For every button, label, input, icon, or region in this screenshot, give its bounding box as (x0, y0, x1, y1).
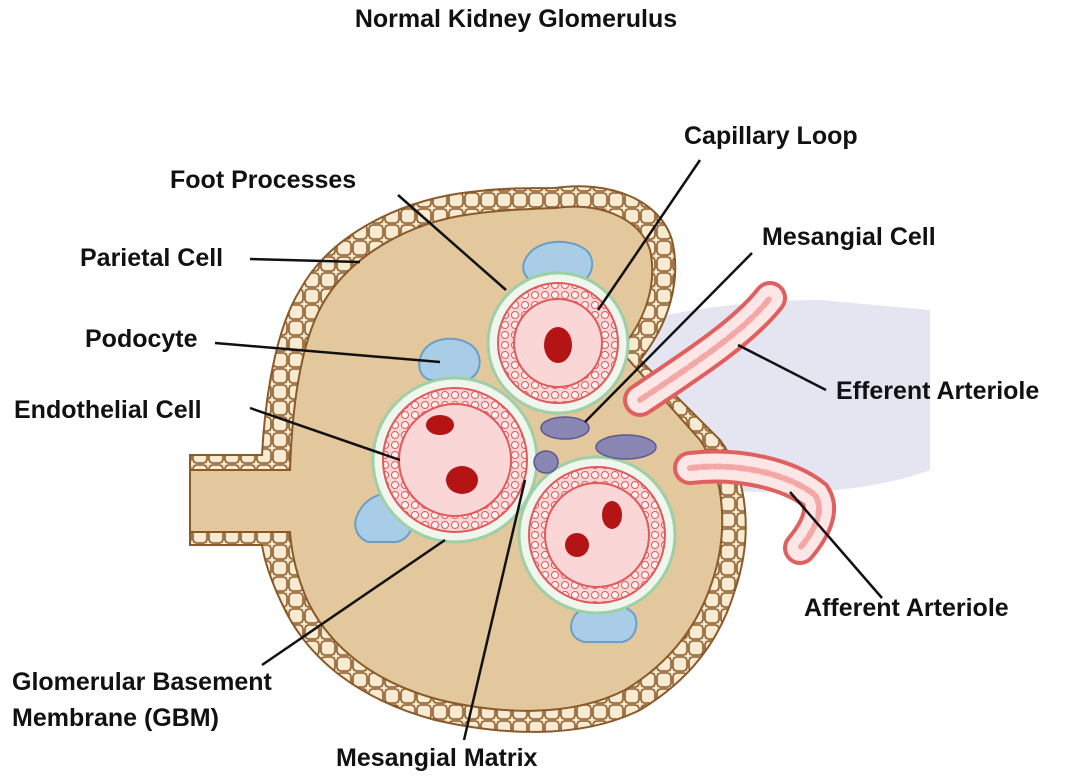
leader-parietal-cell (249, 257, 361, 264)
podocyte-top (522, 240, 594, 283)
leader-mesangial-matrix (462, 479, 527, 741)
mesangial-cells (533, 416, 657, 474)
label-parietal-cell: Parietal Cell (80, 244, 223, 272)
label-foot-processes: Foot Processes (170, 166, 356, 194)
capillary-loop-top (486, 271, 630, 415)
efferent-arteriole (623, 281, 787, 417)
mesangial-cell-2 (595, 434, 657, 460)
leader-podocyte (214, 341, 441, 364)
leader-afferent-arteriole (789, 491, 883, 599)
label-podocyte: Podocyte (85, 325, 198, 353)
diagram-title: Normal Kidney Glomerulus (355, 5, 677, 33)
leader-mesangial-cell (584, 252, 753, 423)
leader-gbm (261, 538, 446, 667)
capillary-loop-left (371, 376, 539, 544)
leader-efferent-arteriole (737, 343, 827, 392)
podocyte-left (418, 337, 481, 381)
afferent-arteriole (673, 449, 836, 565)
label-afferent-arteriole: Afferent Arteriole (804, 594, 1009, 622)
label-gbm-line1: Glomerular Basement (12, 668, 272, 696)
leader-foot-processes (397, 194, 507, 291)
leader-capillary-loop (596, 159, 702, 311)
label-capillary-loop: Capillary Loop (684, 122, 858, 150)
leader-endothelial-cell (249, 406, 401, 462)
label-mesangial-cell: Mesangial Cell (762, 223, 936, 251)
label-mesangial-matrix: Mesangial Matrix (336, 744, 538, 772)
mesangial-cell-3 (533, 450, 559, 474)
label-endothelial-cell: Endothelial Cell (14, 396, 202, 424)
capillary-loop-right (517, 455, 677, 615)
label-gbm-line2: Membrane (GBM) (12, 704, 219, 732)
label-efferent-arteriole: Efferent Arteriole (836, 377, 1039, 405)
mesangial-cell-1 (540, 416, 590, 440)
leader-lines (214, 159, 883, 741)
